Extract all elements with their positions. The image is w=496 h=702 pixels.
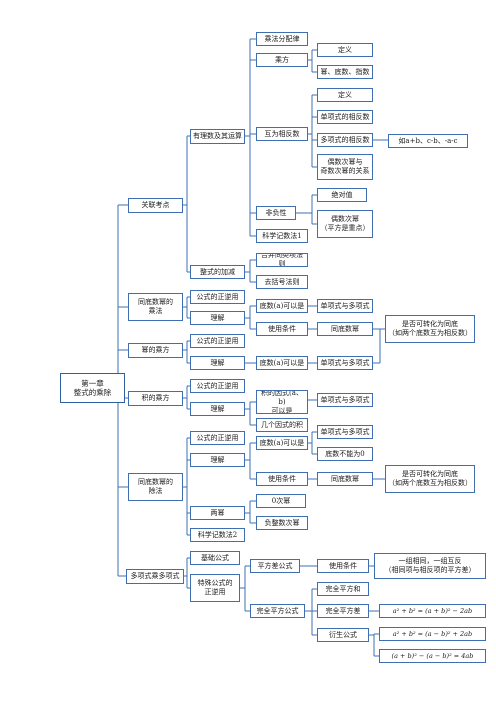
node-understanding-2: 理解 — [190, 356, 245, 370]
node-definition-1: 定义 — [317, 43, 373, 57]
node-power-operation: 乘方 — [256, 53, 308, 67]
topic-same-base-division: 同底数幂的 除法 — [128, 473, 183, 501]
node-base-can-be-2: 底数(a)可以是 — [256, 356, 308, 370]
node-convert-same-base-1: 是否可转化为同底 （如两个底数互为相反数） — [385, 315, 475, 343]
node-formula-forward-reverse-3: 公式的正逆用 — [190, 379, 245, 393]
node-monomial-polynomial-1: 单项式与多项式 — [317, 299, 373, 313]
node-negative-integer-power: 负整数次幂 — [256, 516, 308, 530]
node-absolute-value: 绝对值 — [317, 188, 367, 202]
node-perfect-square-difference: 完全平方差 — [317, 604, 369, 618]
node-usage-conditions-1: 使用条件 — [256, 322, 308, 336]
node-base-nonzero: 底数不能为0 — [317, 447, 373, 461]
node-polynomial-opposite: 多项式的相反数 — [317, 133, 373, 147]
node-understanding-3: 理解 — [190, 402, 245, 416]
node-usage-conditions-4: 使用条件 — [256, 472, 308, 486]
node-understanding-1: 理解 — [190, 311, 245, 325]
topic-polynomial-multiplication: 多项式乘多项式 — [126, 569, 184, 584]
node-formula-forward-reverse-2: 公式的正逆用 — [190, 334, 245, 348]
node-rational-numbers: 有理数及其运算 — [190, 129, 245, 144]
node-scientific-notation-1: 科学记数法1 — [256, 229, 308, 243]
node-same-base-powers-1: 同底数幂 — [317, 322, 373, 336]
node-distributive-law: 乘法分配律 — [256, 32, 308, 46]
node-derived-formulas: 衍生公式 — [317, 628, 369, 642]
node-integer-add-subtract: 整式的加减 — [190, 265, 245, 279]
node-formula-3: (a + b)² − (a − b)² = 4ab — [379, 649, 486, 663]
node-monomial-polynomial-2: 单项式与多项式 — [317, 356, 373, 370]
node-opposite-numbers: 互为相反数 — [256, 127, 308, 141]
node-formula-2: a² + b² = (a − b)² + 2ab — [379, 627, 486, 641]
node-perfect-square-sum: 完全平方和 — [317, 582, 369, 596]
topic-power-of-product: 积的乘方 — [128, 391, 183, 406]
node-even-power: 偶数次幂 （平方是重点） — [317, 210, 373, 238]
node-condition-description: 一组相同，一组互反 （相同项与相反项的平方差） — [374, 553, 486, 579]
node-same-base-powers-4: 同底数幂 — [317, 472, 373, 486]
node-definition-2: 定义 — [317, 88, 373, 102]
node-perfect-square: 完全平方公式 — [250, 604, 305, 618]
node-opposite-example: 如a+b、c-b、-a-c — [388, 134, 468, 148]
node-two-powers: 两幂 — [190, 506, 245, 520]
node-understanding-4: 理解 — [190, 453, 245, 467]
node-monomial-opposite: 单项式的相反数 — [317, 110, 373, 124]
node-scientific-notation-2: 科学记数法2 — [190, 528, 245, 542]
node-formula-forward-reverse-1: 公式的正逆用 — [190, 290, 245, 304]
topic-same-base-multiplication: 同底数幂的 乘法 — [128, 293, 183, 321]
node-non-negativity: 非负性 — [256, 206, 296, 220]
topic-power-of-power: 幂的乘方 — [128, 343, 183, 358]
node-basic-formula: 基础公式 — [190, 551, 240, 565]
node-power-base-exponent: 幂、底数、指数 — [317, 65, 373, 79]
node-even-odd-power-relation: 偶数次幂与 奇数次幂的关系 — [317, 154, 373, 180]
node-formula-forward-reverse-4: 公式的正逆用 — [190, 431, 245, 445]
root-node: 第一章 整式的乘除 — [60, 373, 125, 403]
node-zero-power: 0次幂 — [256, 494, 306, 508]
topic-associated-points: 关联考点 — [128, 198, 183, 213]
node-formula-1: a² + b² = (a + b)² − 2ab — [379, 604, 486, 618]
node-base-can-be-4: 底数(a)可以是 — [256, 436, 308, 450]
node-monomial-polynomial-3: 单项式与多项式 — [317, 393, 373, 407]
node-monomial-polynomial-4: 单项式与多项式 — [317, 425, 373, 439]
node-product-factors: 积的因式(a、b) 可以是 — [256, 390, 308, 414]
node-convert-same-base-4: 是否可转化为同底 （如两个底数互为相反数） — [385, 465, 475, 493]
node-remove-brackets: 去括号法则 — [256, 275, 308, 289]
node-usage-conditions-5: 使用条件 — [317, 559, 369, 573]
node-base-can-be-1: 底数(a)可以是 — [256, 299, 308, 313]
node-several-factors: 几个因式的积 — [256, 418, 308, 432]
node-special-formula: 特殊公式的 正逆用 — [190, 574, 240, 602]
node-square-difference: 平方差公式 — [250, 559, 300, 573]
node-combine-like-terms: 合并同类项法则 — [256, 253, 308, 267]
